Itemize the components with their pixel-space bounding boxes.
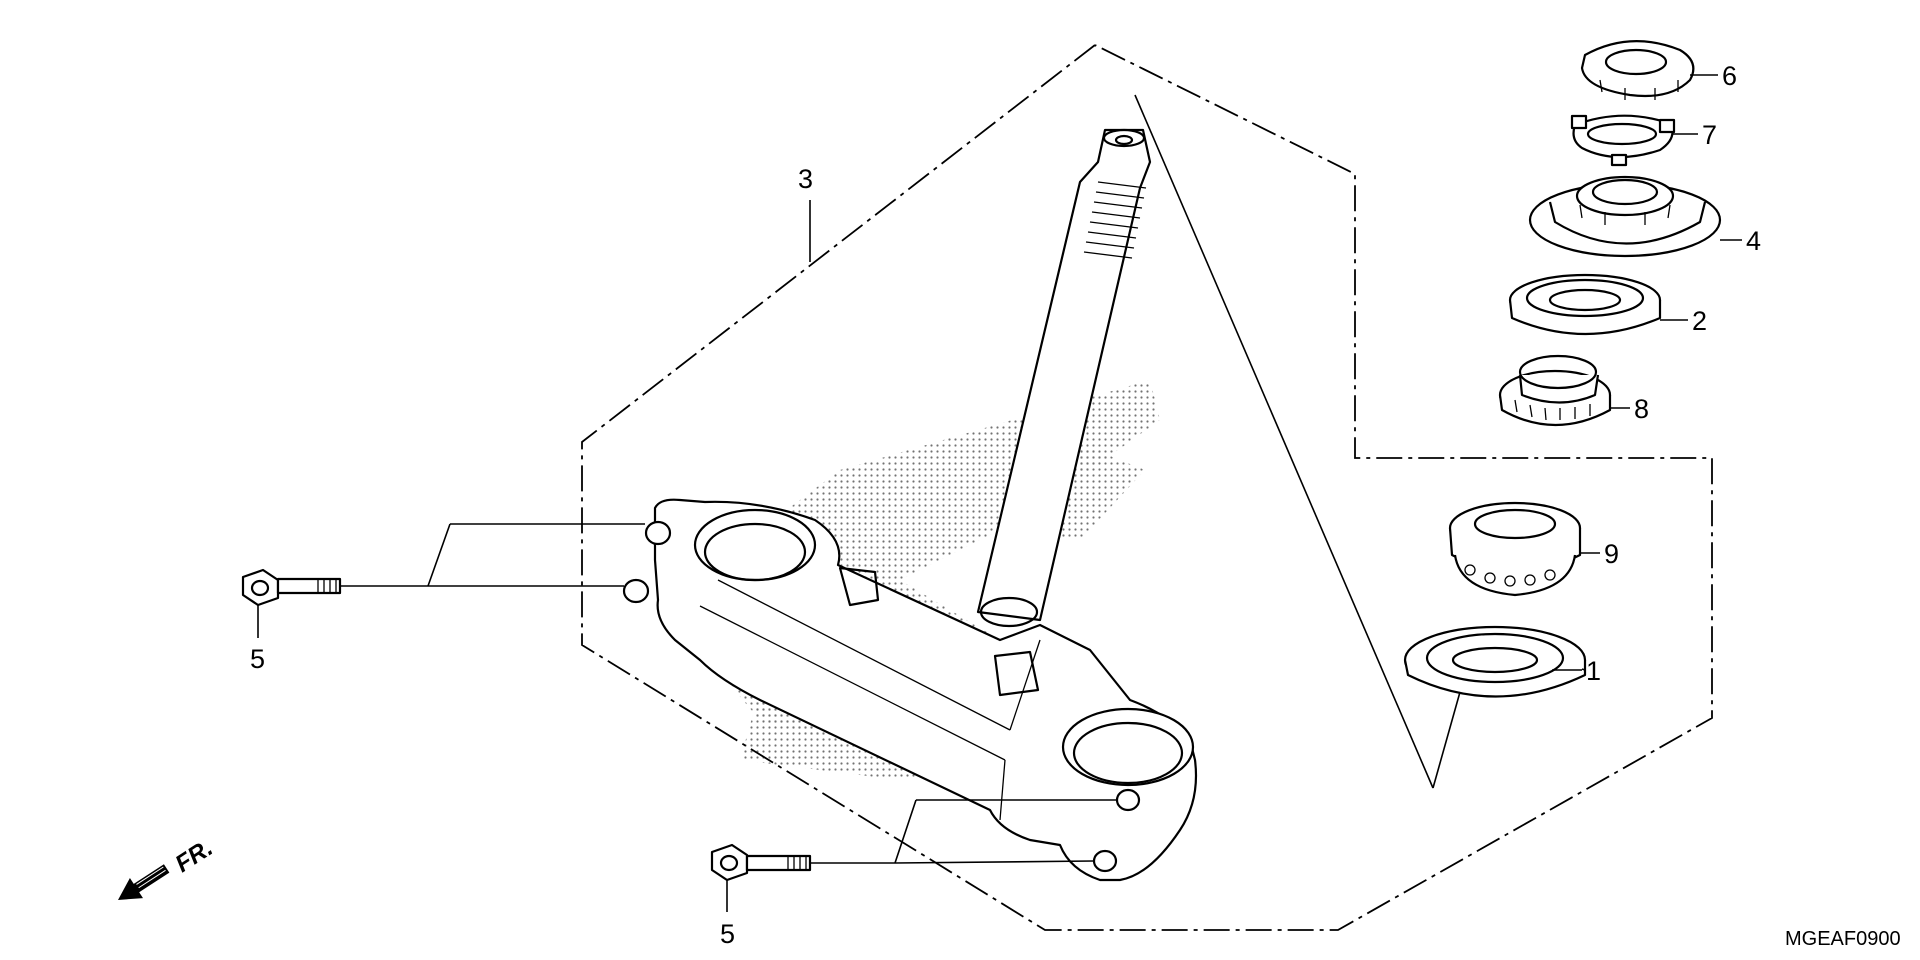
part-1-dust-seal	[1403, 625, 1587, 698]
lower-bracket	[622, 498, 1198, 882]
callout-4: 4	[1746, 226, 1761, 256]
part-9-bearing	[1448, 501, 1582, 597]
leader-lines	[257, 74, 1742, 912]
part-4-adjusting-nut	[1528, 175, 1722, 258]
callout-5-lower: 5	[720, 919, 735, 949]
steering-stem-shaft	[976, 128, 1152, 622]
part-6-lock-nut	[1580, 40, 1695, 100]
callout-6: 6	[1722, 61, 1737, 91]
bolt-upper	[241, 568, 342, 607]
diagram-code: MGEAF0900	[1785, 928, 1901, 950]
front-direction-label: FR.	[171, 834, 218, 878]
callout-7: 7	[1702, 120, 1717, 150]
callout-9: 9	[1604, 539, 1619, 569]
assembly-boundary	[581, 44, 1713, 931]
callout-8: 8	[1634, 394, 1649, 424]
part-2-bearing-race	[1508, 273, 1662, 336]
part-7-lock-washer	[1570, 114, 1676, 167]
callout-1: 1	[1586, 656, 1601, 686]
bolt-lower	[710, 843, 812, 882]
part-8-bearing	[1498, 354, 1612, 426]
callout-3: 3	[798, 164, 813, 194]
callout-2: 2	[1692, 306, 1707, 336]
callout-5-upper: 5	[250, 644, 265, 674]
front-direction-arrow-icon	[118, 864, 170, 900]
